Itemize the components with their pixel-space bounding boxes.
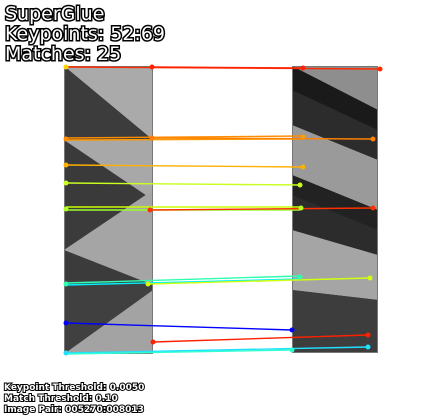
match-lines [65,66,381,355]
keypoint [63,136,69,142]
keypoint [300,134,306,140]
keypoint [289,327,295,333]
keypoint [63,350,69,356]
keypoint [63,64,69,70]
keypoints-count: Keypoints: 52:69 [5,23,165,45]
match-line [149,207,374,211]
image-pair: Image Pair: 005270:008013 [4,405,144,415]
match-line [65,164,304,168]
keypoint [150,339,156,345]
match-line [151,137,374,140]
keypoint [63,162,69,168]
keypoint [297,182,303,188]
keypoint [63,320,69,326]
match-line [65,349,293,355]
match-threshold: Match Threshold: 0.10 [4,394,118,404]
keypoint [147,207,153,213]
keypoint [63,180,69,186]
match-line [147,277,371,285]
keypoint [297,274,303,280]
right-image [292,66,378,353]
keypoint [377,66,383,72]
keypoint [63,206,69,212]
keypoint [365,344,371,350]
match-line [65,346,369,354]
keypoint [149,64,155,70]
keypoint [300,164,306,170]
keypoint [289,347,295,353]
keypoint [367,275,373,281]
keypoint-threshold: Keypoint Threshold: 0.0050 [4,383,144,393]
matches-count: Matches: 25 [5,43,121,65]
match-line [65,275,301,284]
keypoint [365,332,371,338]
match-line [65,182,301,186]
match-line [65,135,304,139]
keypoint [370,205,376,211]
keypoint [63,281,69,287]
keypoint [145,281,151,287]
match-line [151,66,304,69]
match-line [65,278,301,286]
left-image [64,66,153,354]
match-line [152,334,369,343]
method-title: SuperGlue [5,3,104,25]
keypoint [300,65,306,71]
match-line [65,322,293,331]
keypoint [149,135,155,141]
keypoint [370,136,376,142]
keypoints [63,64,383,356]
keypoint [298,205,304,211]
